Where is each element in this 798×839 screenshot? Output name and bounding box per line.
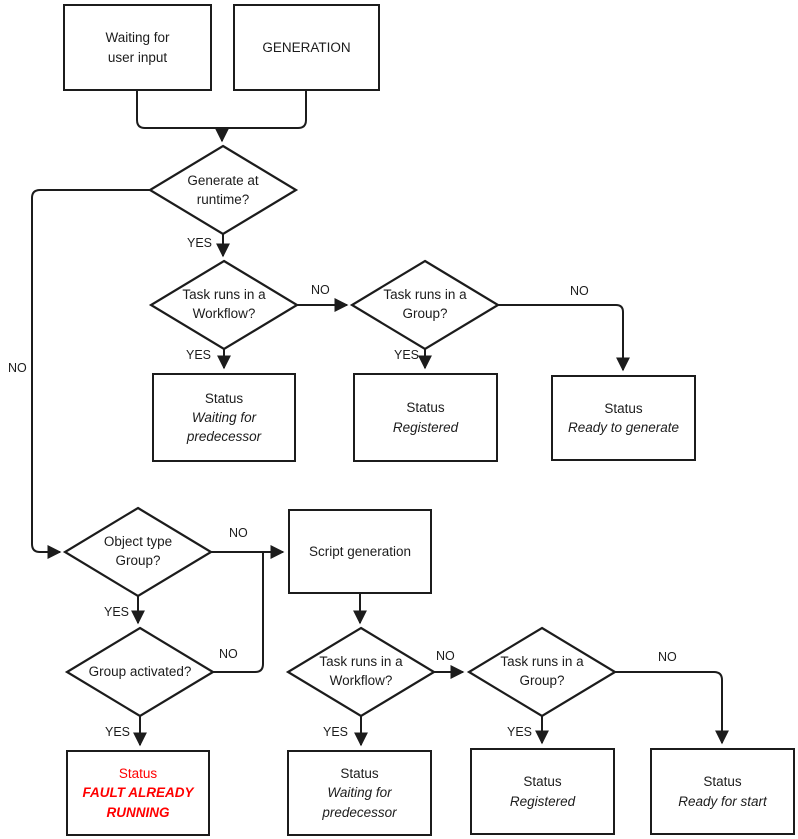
status-title: Status [340,766,379,782]
status-title: Status [204,390,244,406]
status-value: Ready for start [678,793,767,809]
node-label: Script generation [308,543,412,559]
edge-label-yes: YES [507,725,533,739]
decision-task-in-group-1 [349,259,501,351]
decision-object-type-group [62,506,214,598]
edge-group2-no [615,671,729,745]
node-status-fault-already-running: Status FAULT ALREADY RUNNING [66,750,210,836]
node-status-registered-2: Status Registered [470,748,615,835]
status-title: Status [523,774,562,790]
node-label: Waiting for [105,30,170,46]
decision-group-activated [64,626,216,718]
status-value: Registered [509,793,576,809]
node-label: user input [107,49,168,65]
node-status-waiting-predecessor-1: Status Waiting for predecessor [152,373,296,462]
edge-label-no: NO [219,647,238,661]
status-value: Waiting for predecessor [186,409,262,445]
edge-start-merge [136,91,307,129]
edge-groupactivated-no [213,553,264,673]
node-status-ready-for-start: Status Ready for start [650,748,795,835]
decision-task-in-workflow-1 [148,259,300,351]
edge-label-yes: YES [104,605,130,619]
status-value: FAULT ALREADY RUNNING [82,785,194,820]
edge-label-no: NO [570,284,589,298]
node-status-waiting-predecessor-2: Status Waiting for predecessor [287,750,432,836]
status-value: Ready to generate [567,420,680,435]
decision-task-in-workflow-2 [285,626,437,718]
node-status-registered-1: Status Registered [353,373,498,462]
node-generation: GENERATION [233,4,380,91]
edge-label-no: NO [311,283,330,297]
node-script-generation: Script generation [288,509,432,594]
edge-label-no: NO [229,526,248,540]
edge-label-no: NO [658,650,677,664]
status-value: Waiting for predecessor [322,785,397,820]
node-waiting-for-user-input: Waiting for user input [63,4,212,91]
edge-label-yes: YES [187,236,213,250]
edge-label-yes: YES [105,725,131,739]
edge-label-yes: YES [323,725,349,739]
node-status-ready-to-generate: Status Ready to generate [551,375,696,461]
edge-runtime-no [31,189,150,559]
edge-label-no: NO [436,649,455,663]
status-title: Status [604,400,643,416]
edge-label-yes: YES [394,348,420,362]
status-title: Status [406,400,445,416]
node-label: GENERATION [262,39,351,55]
status-value: Registered [392,419,459,435]
decision-generate-at-runtime [147,144,299,236]
status-title: Status [703,774,742,790]
edge-label-no: NO [8,361,27,375]
edge-label-yes: YES [186,348,212,362]
edge-group1-no [498,304,630,372]
decision-task-in-group-2 [466,626,618,718]
status-title: Status [118,766,158,782]
